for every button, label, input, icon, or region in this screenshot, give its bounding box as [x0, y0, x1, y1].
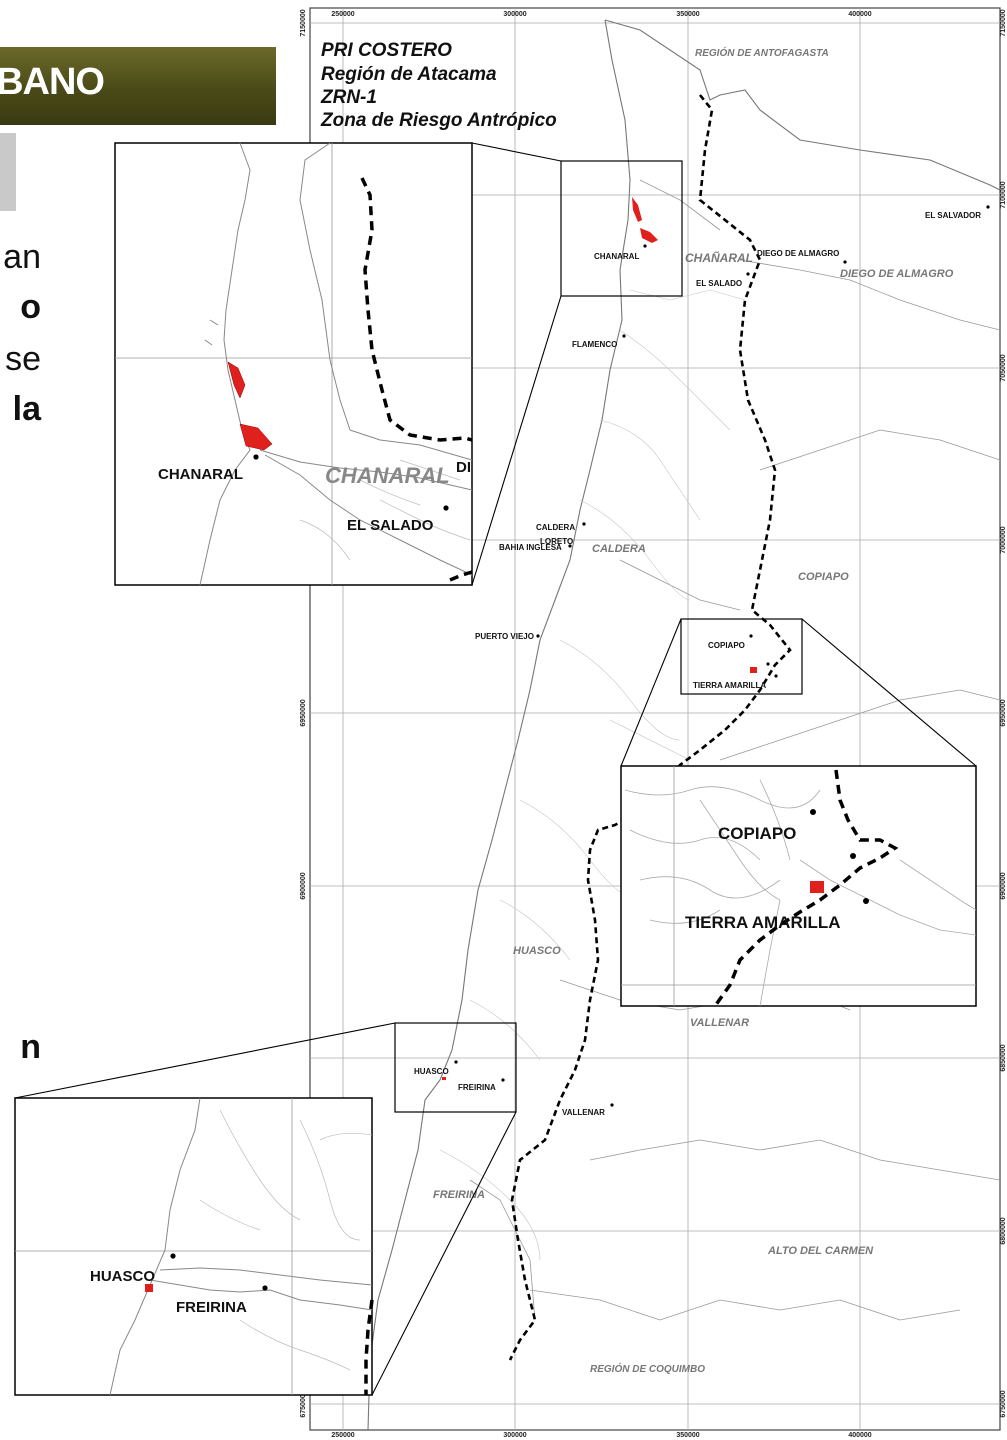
inset-connectors [14, 142, 977, 1396]
map-frame [309, 7, 1001, 1431]
town-chanaral: CHANARAL [594, 252, 639, 261]
banner-text: BANO [0, 61, 105, 103]
inset-chanaral-partial: DI [456, 459, 471, 476]
label-region-south: REGIÓN DE COQUIMBO [590, 1362, 705, 1375]
y-tick-left-5: 6950000 [300, 699, 307, 726]
inset-copiapo-town: COPIAPO [718, 824, 796, 843]
label-commune-alto-carmen: ALTO DEL CARMEN [767, 1245, 874, 1257]
label-commune-chanaral: CHAÑARAL [685, 250, 753, 265]
y-tick-right-5: 6950000 [1000, 699, 1007, 726]
label-commune-vallenar: VALLENAR [690, 1017, 749, 1029]
map-title-line-2: Región de Atacama [321, 64, 497, 85]
town-huasco: HUASCO [414, 1067, 449, 1076]
y-tick-left-6: 6900000 [300, 872, 307, 899]
gray-box [0, 133, 16, 211]
inset-chanaral-commune: CHANARAL [325, 463, 450, 488]
x-tick-top-2: 300000 [503, 11, 526, 18]
town-copiapo: COPIAPO [708, 641, 745, 650]
regional-boundary [508, 94, 792, 1361]
y-tick-left-1: 7150000 [300, 9, 307, 36]
inset-huasco [14, 1097, 374, 1396]
town-freirina: FREIRINA [458, 1083, 496, 1092]
slide-banner: BANO [0, 47, 276, 125]
y-tick-right-6: 6900000 [1000, 872, 1007, 899]
y-tick-right-9: 6750000 [1000, 1390, 1007, 1417]
town-el-salado: EL SALADO [696, 279, 742, 288]
y-tick-right-2: 7100000 [1000, 181, 1007, 208]
x-tick-top-3: 350000 [676, 11, 699, 18]
inset-copiapo [620, 765, 977, 1008]
label-commune-freirina: FREIRINA [433, 1189, 485, 1201]
town-vallenar: VALLENAR [562, 1108, 605, 1117]
inset-chanaral [114, 142, 473, 586]
town-el-salvador: EL SALVADOR [925, 211, 981, 220]
inset-tierra-amarilla-town: TIERRA AMARILLA [685, 913, 841, 932]
town-markers [454, 205, 990, 1107]
town-diego-almagro: DIEGO DE ALMAGRO [757, 249, 839, 258]
y-tick-left-9: 6750000 [300, 1390, 307, 1417]
label-commune-diego: DIEGO DE ALMAGRO [840, 268, 954, 280]
commune-boundaries [469, 179, 1001, 1321]
inset-chanaral-town: CHANARAL [158, 466, 243, 483]
x-tick-top-4: 400000 [848, 11, 871, 18]
inset-huasco-town: HUASCO [90, 1268, 155, 1285]
town-flamenco: FLAMENCO [572, 340, 617, 349]
x-tick-bottom-2: 300000 [503, 1432, 526, 1439]
town-bahia-inglesa: BAHIA INGLESA [499, 543, 562, 552]
inset-freirina-town: FREIRINA [176, 1299, 247, 1316]
y-tick-right-1: 7150000 [1000, 9, 1007, 36]
map-title-line-3: ZRN-1 [321, 87, 377, 108]
side-text-5: n [20, 1028, 41, 1066]
side-text-4: la [12, 390, 41, 428]
town-puerto-viejo: PUERTO VIEJO [475, 632, 534, 641]
map-title-line-4: Zona de Riesgo Antrópico [321, 110, 557, 131]
x-tick-bottom-4: 400000 [848, 1432, 871, 1439]
x-tick-bottom-1: 250000 [331, 1432, 354, 1439]
label-commune-caldera: CALDERA [592, 543, 646, 555]
label-commune-copiapo: COPIAPO [798, 571, 849, 583]
y-tick-right-7: 6850000 [1000, 1044, 1007, 1071]
town-tierra-amarilla: TIERRA AMARILLA [693, 681, 766, 690]
town-caldera: CALDERA [536, 523, 575, 532]
x-tick-top-1: 250000 [331, 11, 354, 18]
y-tick-right-8: 6800000 [1000, 1217, 1007, 1244]
side-text-1: an [3, 238, 41, 276]
locator-box-copiapo [680, 618, 803, 695]
map-title-line-1: PRI COSTERO [321, 40, 452, 61]
locator-box-chanaral [560, 160, 683, 297]
side-text-3: se [5, 340, 41, 378]
locator-box-huasco [394, 1022, 517, 1113]
coastline [367, 19, 1001, 1431]
town-loreto: LORETO [540, 537, 573, 546]
y-tick-right-4: 7000000 [1000, 526, 1007, 553]
y-tick-right-3: 7050000 [1000, 354, 1007, 381]
label-region-north: REGIÓN DE ANTOFAGASTA [695, 46, 829, 59]
inset-el-salado-town: EL SALADO [347, 517, 434, 534]
risk-zones-main [442, 197, 757, 1080]
side-text-2: o [20, 288, 41, 326]
x-tick-bottom-3: 350000 [676, 1432, 699, 1439]
label-commune-huasco: HUASCO [513, 945, 561, 957]
